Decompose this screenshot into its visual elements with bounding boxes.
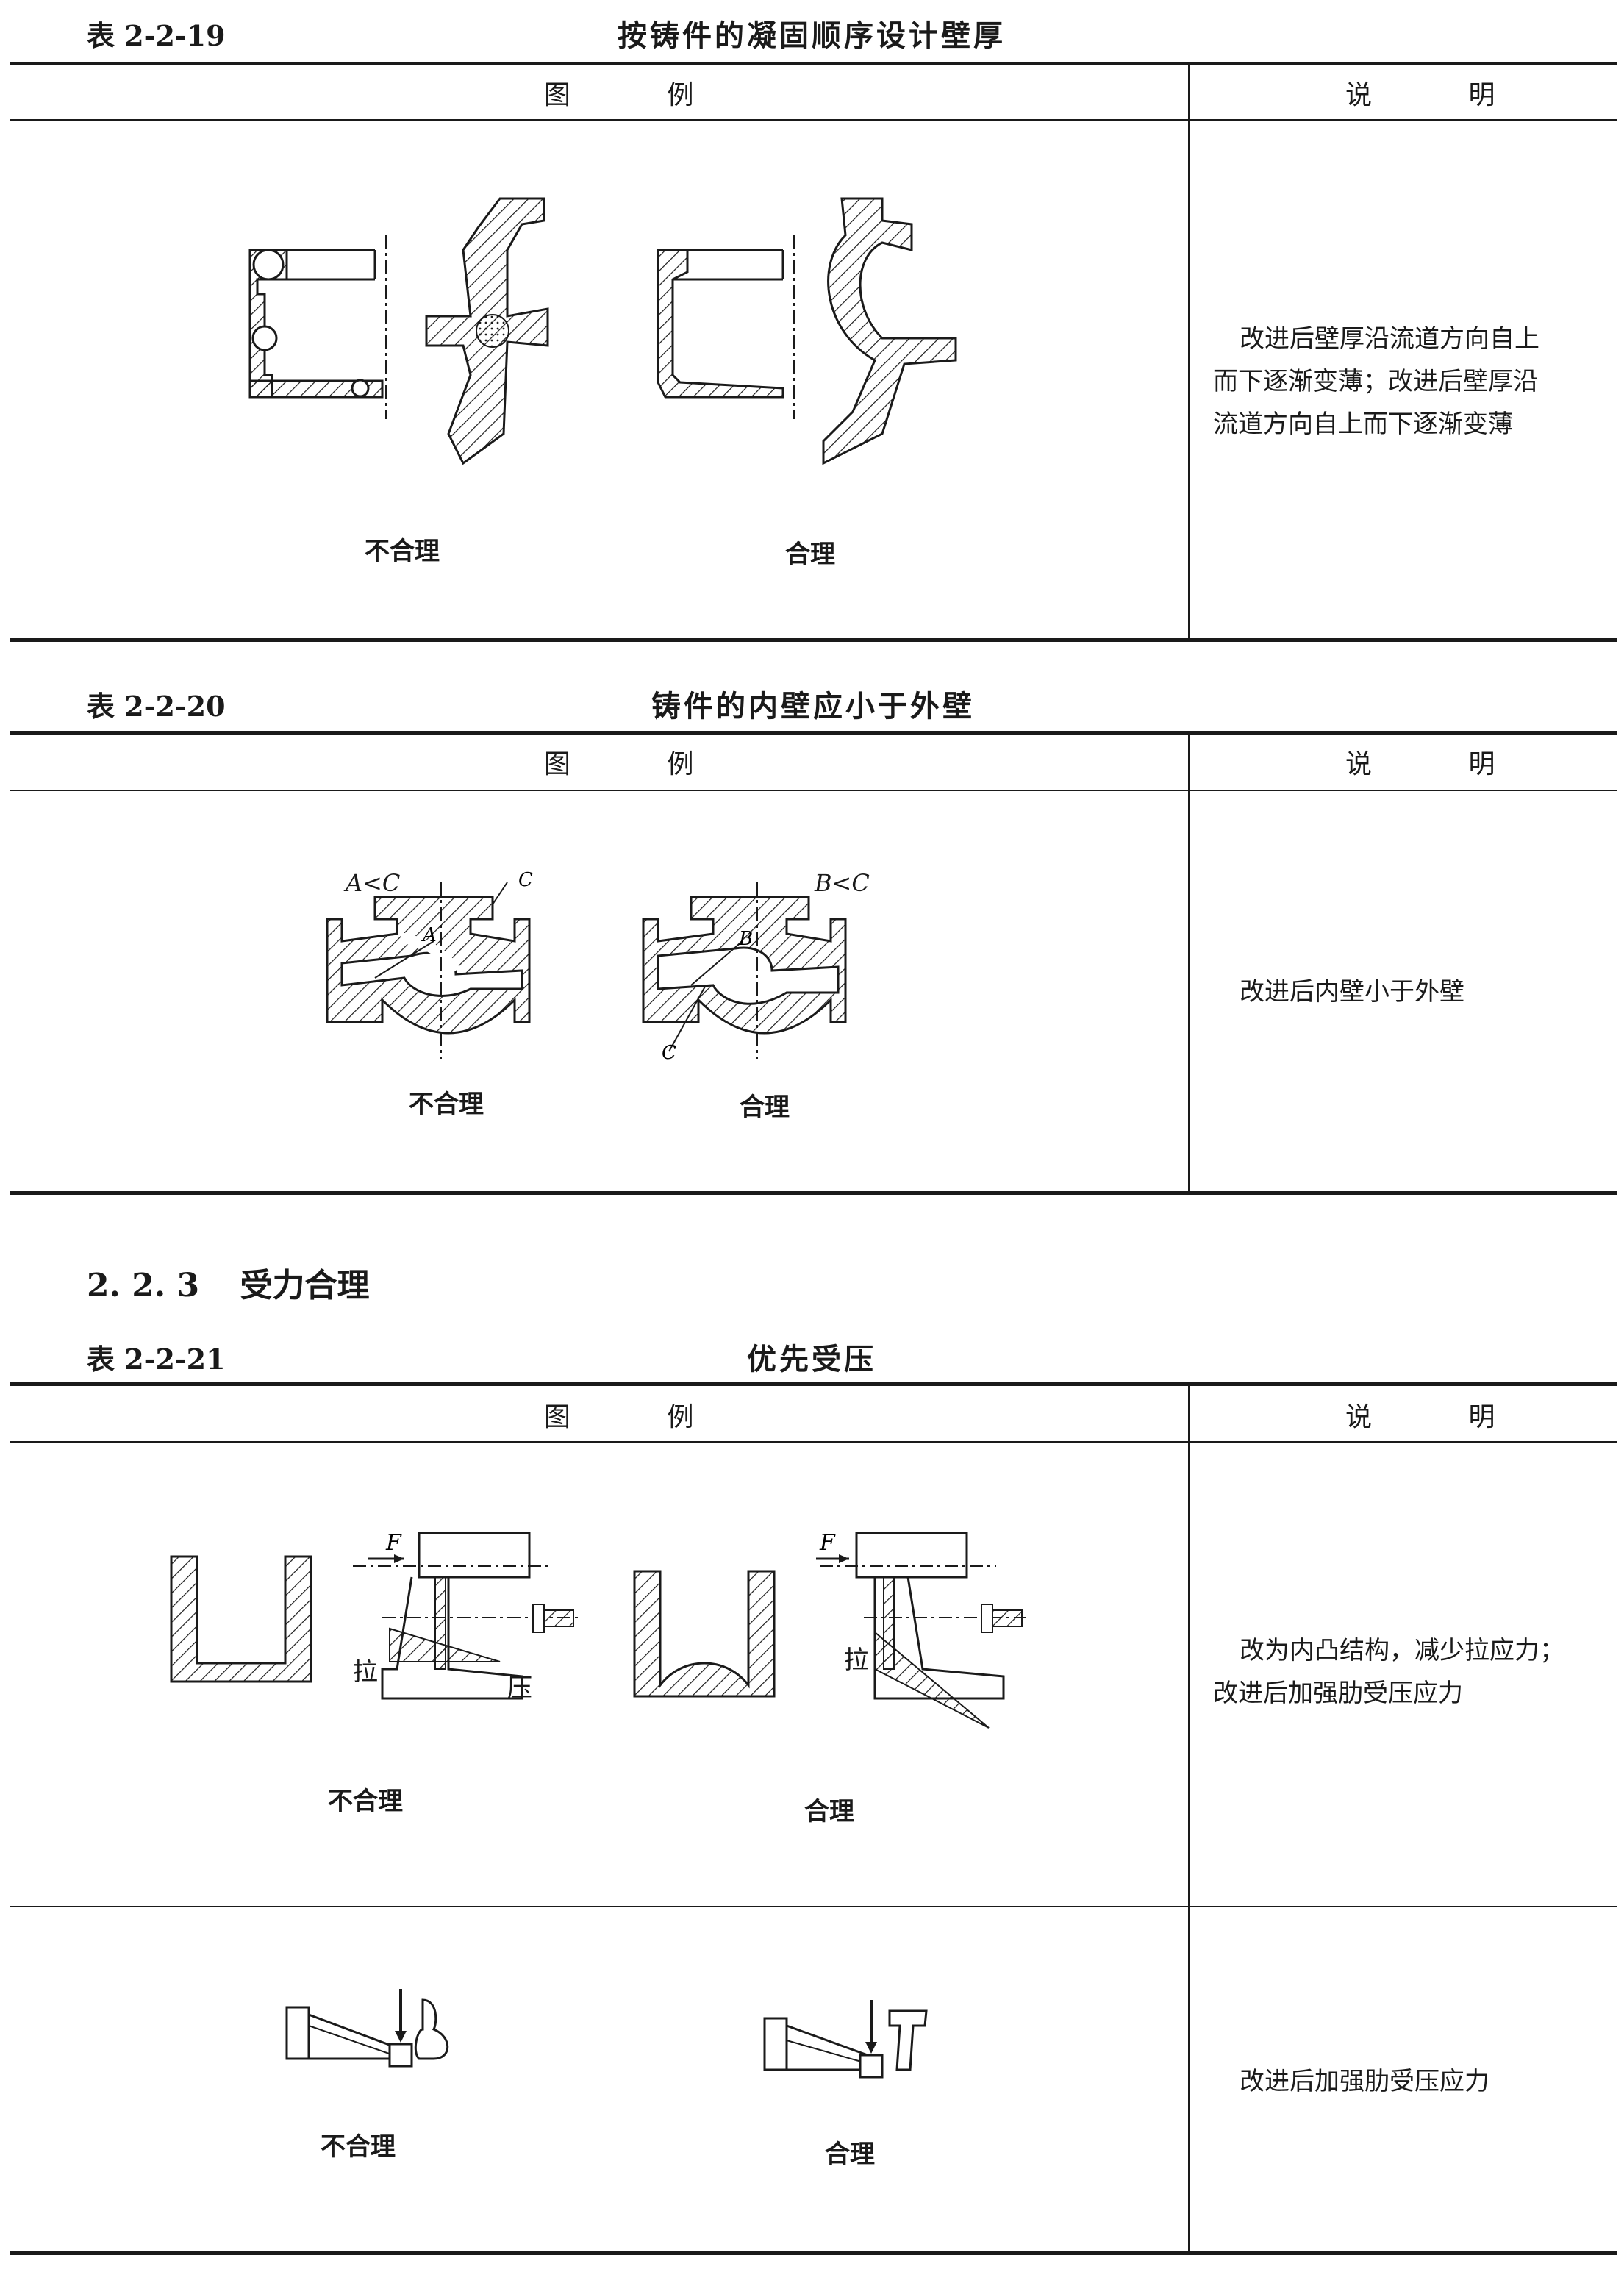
figure-label-good: 合理: [785, 540, 835, 569]
note-text: 改进后加强肋受压应力: [1240, 2060, 1489, 2103]
compression-label: 压: [507, 1673, 532, 1703]
section-number: 2. 2. 3: [87, 1267, 200, 1304]
column-divider: [1188, 731, 1190, 1193]
frame-section-figure-good: [657, 235, 795, 419]
note-text: 改进后壁厚沿流道方向自上 而下逐渐变薄；改进后壁厚沿 流道方向自上而下逐渐变薄: [1213, 318, 1610, 446]
figure-label-good: 合理: [825, 2140, 875, 2169]
rib-bracket-figure-bad: [285, 1989, 449, 2068]
table-top-rule: [10, 731, 1617, 735]
note-line: 改进后加强肋受压应力: [1213, 1679, 1463, 1708]
column-divider: [1188, 62, 1190, 640]
note-line: 改进后加强肋受压应力: [1240, 2067, 1489, 2096]
bracket-section-figure-good: [822, 197, 957, 465]
valve-section-figure-good: B C: [642, 882, 847, 1064]
table-title: 优先受压: [747, 1342, 876, 1376]
figure-label-bad: 不合理: [365, 537, 440, 566]
note-text: 改进后内壁小于外壁: [1240, 971, 1464, 1013]
column-header-figure: 图 例: [544, 749, 738, 779]
table-bottom-rule: [10, 638, 1617, 642]
column-header-note: 说 明: [1345, 80, 1539, 110]
column-divider: [1188, 1382, 1190, 2253]
note-line: 而下逐渐变薄；改进后壁厚沿: [1213, 367, 1538, 396]
note-line: 改进后壁厚沿流道方向自上: [1240, 324, 1539, 354]
cup-section-figure-bad: [170, 1555, 312, 1683]
table-number: 表 2-2-21: [87, 1343, 226, 1376]
header-rule: [10, 119, 1617, 121]
column-header-note: 说 明: [1345, 1402, 1539, 1432]
column-header-note: 说 明: [1345, 749, 1539, 779]
bracket-stress-figure-bad: F: [353, 1530, 581, 1700]
table-top-rule: [10, 62, 1617, 65]
dimension-tag-bad: A<C: [346, 869, 401, 897]
column-header-figure: 图 例: [544, 80, 738, 110]
table-number: 表 2-2-19: [87, 19, 226, 52]
column-header-figure: 图 例: [544, 1402, 738, 1432]
figure-label-good: 合理: [804, 1797, 854, 1826]
dimension-tag-good: B<C: [815, 869, 870, 897]
dimension-letter: A: [421, 924, 437, 946]
force-label: F: [385, 1530, 402, 1556]
header-rule: [10, 1441, 1617, 1443]
table-title: 铸件的内壁应小于外壁: [651, 689, 975, 724]
figure-label-bad: 不合理: [409, 1090, 484, 1119]
note-text: 改为内凸结构，减少拉应力； 改进后加强肋受压应力: [1213, 1629, 1610, 1715]
table-bottom-rule: [10, 1191, 1617, 1195]
cup-section-figure-good: [633, 1570, 776, 1698]
dimension-letter: B: [738, 928, 753, 950]
note-line: 改为内凸结构，减少拉应力；: [1240, 1636, 1564, 1665]
row-divider: [10, 1906, 1617, 1907]
table-top-rule: [10, 1382, 1617, 1386]
dimension-letter: C: [518, 869, 533, 891]
note-line: 改进后内壁小于外壁: [1240, 977, 1464, 1007]
force-label: F: [819, 1530, 836, 1556]
table-number: 表 2-2-20: [87, 690, 226, 723]
bracket-section-figure-bad: [425, 197, 549, 465]
tension-label: 拉: [844, 1646, 869, 1675]
rib-bracket-figure-good: [763, 2000, 928, 2079]
bracket-stress-figure-good: F: [816, 1530, 1026, 1729]
figure-label-good: 合理: [740, 1093, 790, 1122]
header-rule: [10, 790, 1617, 791]
table-bottom-rule: [10, 2251, 1617, 2255]
figure-label-bad: 不合理: [321, 2132, 396, 2162]
dimension-letter: C: [662, 1042, 676, 1064]
note-line: 流道方向自上而下逐渐变薄: [1213, 410, 1513, 439]
tension-label: 拉: [353, 1657, 378, 1687]
section-heading: 2. 2. 3 受力合理: [87, 1259, 369, 1306]
frame-section-figure-bad: [248, 235, 387, 419]
table-title: 按铸件的凝固顺序设计壁厚: [618, 18, 1006, 53]
valve-section-figure-bad: A C: [326, 869, 533, 1059]
figure-label-bad: 不合理: [328, 1787, 403, 1816]
section-title: 受力合理: [240, 1267, 370, 1304]
